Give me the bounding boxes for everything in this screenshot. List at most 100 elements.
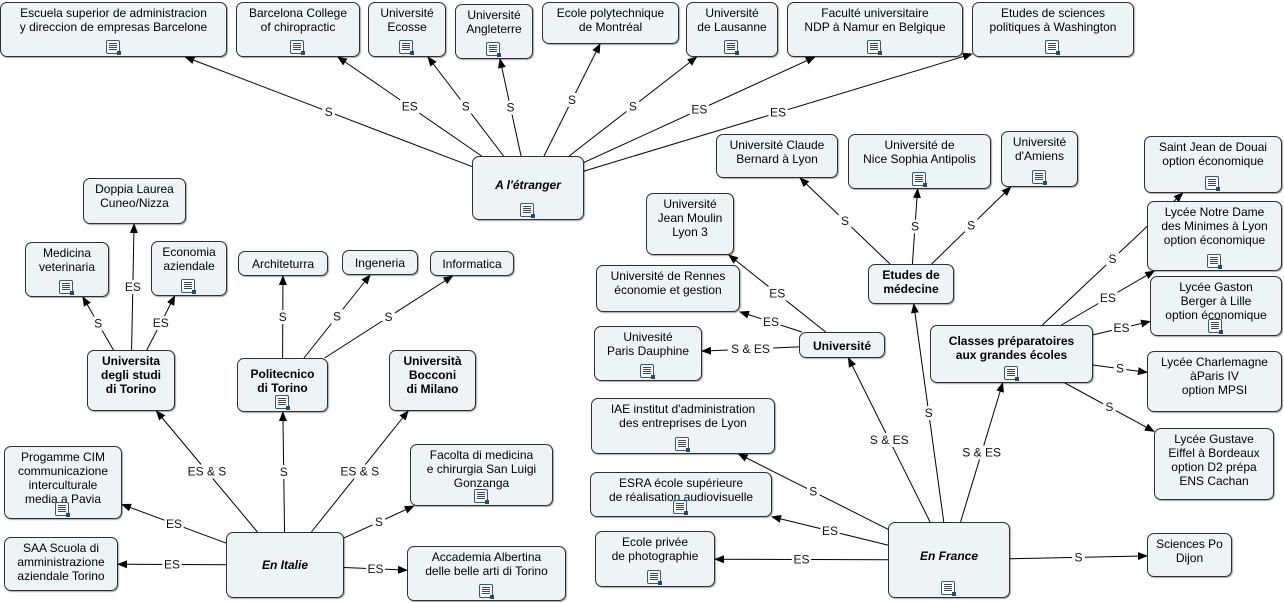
- link-label: ES: [767, 286, 787, 301]
- node-label: Lycée Charlemagne àParis IV option MPSI: [1161, 355, 1268, 397]
- node-label: En Italie: [261, 558, 308, 572]
- link-label: S: [964, 218, 978, 233]
- link-label-text: S: [1074, 550, 1082, 564]
- node-label: Lycée Gaston Berger à Lille option écono…: [1165, 280, 1267, 322]
- document-icon[interactable]: [673, 500, 688, 515]
- document-icon[interactable]: [640, 364, 655, 379]
- document-icon[interactable]: [1031, 170, 1047, 185]
- node-en-france[interactable]: En France: [888, 522, 1010, 598]
- node-ingeneria[interactable]: Ingeneria: [342, 250, 418, 275]
- node-lycee-gaston-berger[interactable]: Lycée Gaston Berger à Lille option écono…: [1150, 276, 1282, 336]
- node-label: Architeturra: [251, 257, 315, 271]
- document-icon[interactable]: [473, 489, 489, 504]
- document-icon[interactable]: [478, 584, 494, 599]
- node-doppia-laurea[interactable]: Doppia Laurea Cuneo/Nizza: [83, 178, 186, 224]
- document-icon[interactable]: [520, 203, 535, 218]
- link-label-background: [336, 464, 383, 479]
- link-label-background: [365, 561, 386, 576]
- node-label: Université Jean Moulin Lyon 3: [657, 197, 723, 239]
- node-lycee-notre-dame-minimes[interactable]: Lycée Notre Dame des Minimes à Lyon opti…: [1147, 201, 1282, 271]
- node-programme-cim[interactable]: Progamme CIM communicazione intercultura…: [4, 446, 122, 519]
- node-washington[interactable]: Etudes de sciences politiques à Washingt…: [972, 2, 1134, 57]
- node-sciences-po-dijon[interactable]: Sciences Po Dijon: [1147, 533, 1232, 577]
- document-icon[interactable]: [675, 437, 690, 452]
- link-label-background: [277, 465, 291, 479]
- document-icon[interactable]: [486, 42, 501, 57]
- document-icon[interactable]: [724, 40, 739, 55]
- node-claude-bernard-lyon[interactable]: Université Claude Bernard à Lyon: [716, 134, 838, 178]
- node-saint-jean-douai[interactable]: Saint Jean de Douai option économique: [1144, 136, 1282, 193]
- document-icon[interactable]: [290, 40, 305, 55]
- link-label-background: [958, 445, 1005, 460]
- node-universita-torino[interactable]: Universita degli studi di Torino: [87, 350, 175, 411]
- link-label-background: [1113, 361, 1127, 376]
- document-icon[interactable]: [399, 40, 414, 55]
- node-universite[interactable]: Université: [799, 332, 885, 358]
- node-nice-sophia-antipolis[interactable]: Université de Nice Sophia Antipolis: [848, 134, 991, 189]
- node-en-italie[interactable]: En Italie: [226, 532, 344, 598]
- node-universite-rennes[interactable]: Université de Rennes économie et gestion: [596, 265, 740, 312]
- node-medicina-veterinaria[interactable]: Medicina veterinaria: [25, 242, 109, 297]
- link-label: S: [91, 316, 105, 331]
- link-label-background: [162, 557, 182, 572]
- node-ecole-montreal[interactable]: Ecole polytechnique de Montréal: [542, 2, 679, 44]
- document-icon[interactable]: [59, 280, 74, 295]
- node-faculte-namur[interactable]: Faculté universitaire NDP à Namur en Bel…: [787, 2, 963, 57]
- document-icon[interactable]: [105, 40, 121, 55]
- document-icon[interactable]: [55, 502, 70, 517]
- link-label-text: S & ES: [731, 342, 770, 356]
- document-icon[interactable]: [1003, 366, 1019, 381]
- node-iae-lyon[interactable]: IAE institut d'administration des entrep…: [591, 398, 775, 454]
- document-icon[interactable]: [941, 581, 956, 596]
- link-label-text: S & ES: [962, 446, 1001, 460]
- node-lycee-gustave-eiffel[interactable]: Lycée Gustave Eiffel à Bordeaux option D…: [1154, 428, 1274, 500]
- node-saa-scuola[interactable]: SAA Scuola di amministrazione aziendale …: [4, 537, 118, 591]
- node-escuela-barcelone[interactable]: Escuela superior de administracion y dir…: [0, 2, 227, 57]
- document-icon[interactable]: [867, 40, 882, 55]
- node-esra[interactable]: ESRA école supérieure de réalisation aud…: [590, 472, 772, 517]
- node-label: Medicina veterinaria: [38, 246, 96, 274]
- node-informatica[interactable]: Informatica: [430, 251, 514, 276]
- node-universite-ecosse[interactable]: Université Ecosse: [368, 2, 446, 57]
- link-label-background: [626, 99, 640, 114]
- link-label: ES: [761, 314, 781, 329]
- node-classes-preparatoires[interactable]: Classes préparatoires aux grandes écoles: [930, 325, 1093, 383]
- link-label: S: [626, 99, 640, 114]
- link-label-background: [372, 514, 386, 529]
- link-label-text: S: [841, 214, 849, 228]
- node-politecnico-torino[interactable]: Politecnico di Torino: [237, 358, 328, 412]
- node-label: IAE institut d'administration des entrep…: [610, 402, 756, 430]
- node-economia-aziendale[interactable]: Economia aziendale: [151, 241, 227, 296]
- node-facolta-medicina[interactable]: Facolta di medicina e chirurgia San Luig…: [410, 444, 553, 506]
- node-universite-angleterre[interactable]: Université Angleterre: [455, 4, 533, 59]
- node-paris-dauphine[interactable]: Univesité Paris Dauphine: [594, 326, 702, 381]
- link-label-background: [1103, 400, 1116, 415]
- link-label-text: ES: [691, 103, 707, 117]
- document-icon[interactable]: [1205, 176, 1220, 191]
- document-icon[interactable]: [274, 395, 290, 410]
- node-label: A l'étranger: [495, 178, 561, 192]
- node-a-l-etranger[interactable]: A l'étranger: [472, 156, 584, 220]
- link-label-text: ES: [153, 316, 169, 330]
- node-architeturra[interactable]: Architeturra: [238, 251, 328, 276]
- document-icon[interactable]: [1206, 254, 1222, 269]
- node-universite-jean-moulin[interactable]: Université Jean Moulin Lyon 3: [646, 193, 734, 255]
- document-icon[interactable]: [181, 279, 196, 294]
- node-accademia-albertina[interactable]: Accademia Albertina delle belle arti di …: [407, 546, 566, 601]
- document-icon[interactable]: [911, 172, 927, 187]
- document-icon[interactable]: [647, 570, 662, 585]
- document-icon[interactable]: [1045, 40, 1060, 55]
- node-ecole-photographie[interactable]: Ecole privée de photographie: [595, 531, 715, 587]
- document-icon[interactable]: [1208, 319, 1223, 334]
- node-barcelona-college[interactable]: Barcelona College of chiropractic: [236, 2, 360, 57]
- node-universita-bocconi[interactable]: Università Bocconi di Milano: [389, 350, 476, 411]
- link-label-text: ES: [822, 524, 838, 538]
- node-universite-lausanne[interactable]: Université de Lausanne: [686, 2, 778, 57]
- node-universite-amiens[interactable]: Université d'Amiens: [1001, 131, 1078, 187]
- link-label-text: S: [333, 310, 341, 324]
- link-label-text: S: [279, 310, 287, 324]
- node-lycee-charlemagne[interactable]: Lycée Charlemagne àParis IV option MPSI: [1147, 351, 1282, 412]
- node-etudes-medecine[interactable]: Etudes de médecine: [868, 264, 954, 304]
- node-label: Lycée Gustave Eiffel à Bordeaux option D…: [1168, 432, 1260, 488]
- node-label: Accademia Albertina delle belle arti di …: [425, 550, 548, 578]
